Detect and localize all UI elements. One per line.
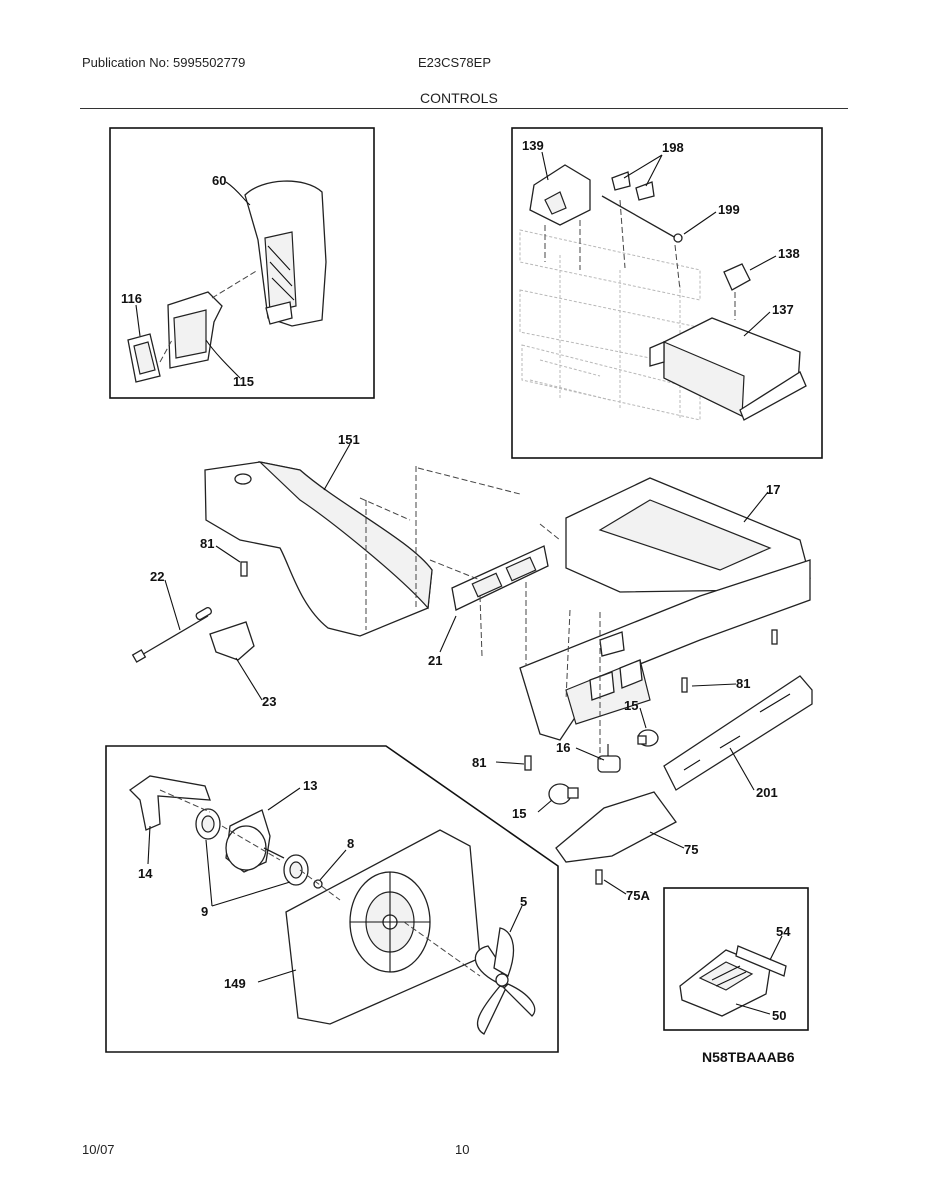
control-module-part [167, 291, 223, 369]
callout-81-right: 81 [736, 676, 750, 691]
publication-number: Publication No: 5995502779 [82, 55, 246, 70]
callout-5: 5 [520, 894, 527, 909]
callout-15-upper: 15 [624, 698, 638, 713]
linkage-rod-199 [601, 195, 677, 239]
callout-139: 139 [522, 138, 544, 153]
callout-54: 54 [776, 924, 791, 939]
bulb-15b-part [548, 783, 579, 805]
callout-60: 60 [212, 173, 226, 188]
callout-13: 13 [303, 778, 317, 793]
callout-116: 116 [121, 291, 142, 306]
bracket-14-part [128, 775, 211, 831]
section-title: CONTROLS [420, 90, 498, 106]
callout-22: 22 [150, 569, 164, 584]
diagram-code: N58TBAAAB6 [702, 1049, 795, 1065]
inset-board-box [663, 887, 809, 1031]
duct-151-part [204, 461, 433, 637]
footer-date: 10/07 [82, 1142, 115, 1157]
callout-151: 151 [338, 432, 360, 447]
fan-blade-5-part [474, 927, 536, 1035]
callout-50: 50 [772, 1008, 786, 1023]
screw-81c-part [524, 755, 532, 771]
cover-75-part [555, 791, 677, 863]
inset-motor-box [511, 127, 823, 459]
chute-137-part [649, 317, 807, 421]
callout-81-upper: 81 [200, 536, 214, 551]
cover-23-part [209, 621, 255, 661]
footer-page-number: 10 [455, 1142, 470, 1157]
bracket-138-part [723, 263, 751, 291]
model-number: E23CS78EP [418, 55, 491, 70]
callout-75a: 75A [626, 888, 650, 903]
bulb-15a-part [637, 729, 659, 747]
fan-motor-13-part [225, 809, 285, 873]
linkage-end-199 [673, 233, 683, 243]
callout-14: 14 [138, 866, 153, 881]
grommet-9b-part [283, 854, 309, 886]
callout-21: 21 [428, 653, 442, 668]
callout-23: 23 [262, 694, 276, 709]
callout-138: 138 [778, 246, 800, 261]
thermistor-22-part [131, 606, 212, 663]
inset-housing-box [109, 127, 375, 399]
board-50-part [679, 949, 771, 1017]
socket-16-part [597, 744, 621, 773]
screw-81b-part [681, 677, 688, 693]
fascia-201-part [663, 675, 813, 791]
clips-198-part [611, 171, 655, 201]
callout-9: 9 [201, 904, 208, 919]
motor-139-part [529, 164, 591, 226]
callout-199: 199 [718, 202, 740, 217]
callout-17: 17 [766, 482, 780, 497]
screw-75a-part [595, 869, 603, 885]
callout-8: 8 [347, 836, 354, 851]
callout-115: 115 [233, 374, 254, 389]
callout-198: 198 [662, 140, 684, 155]
callout-15-lower: 15 [512, 806, 526, 821]
fan-shroud-149-part [285, 829, 481, 1025]
callout-16: 16 [556, 740, 570, 755]
control-board-21-part [451, 545, 549, 611]
callout-137: 137 [772, 302, 794, 317]
callout-75: 75 [684, 842, 698, 857]
header-rule [80, 108, 848, 109]
callout-201: 201 [756, 785, 778, 800]
callout-149: 149 [224, 976, 246, 991]
housing-cover-part [244, 180, 327, 327]
inset-fan-box [105, 745, 559, 1053]
grommet-9a-part [195, 808, 221, 840]
screw-81a-part [240, 561, 248, 577]
dispenser-housing-17-part [519, 477, 811, 741]
callout-81-lower: 81 [472, 755, 486, 770]
screw-right-part [771, 629, 778, 645]
gasket-frame-part [127, 333, 161, 383]
